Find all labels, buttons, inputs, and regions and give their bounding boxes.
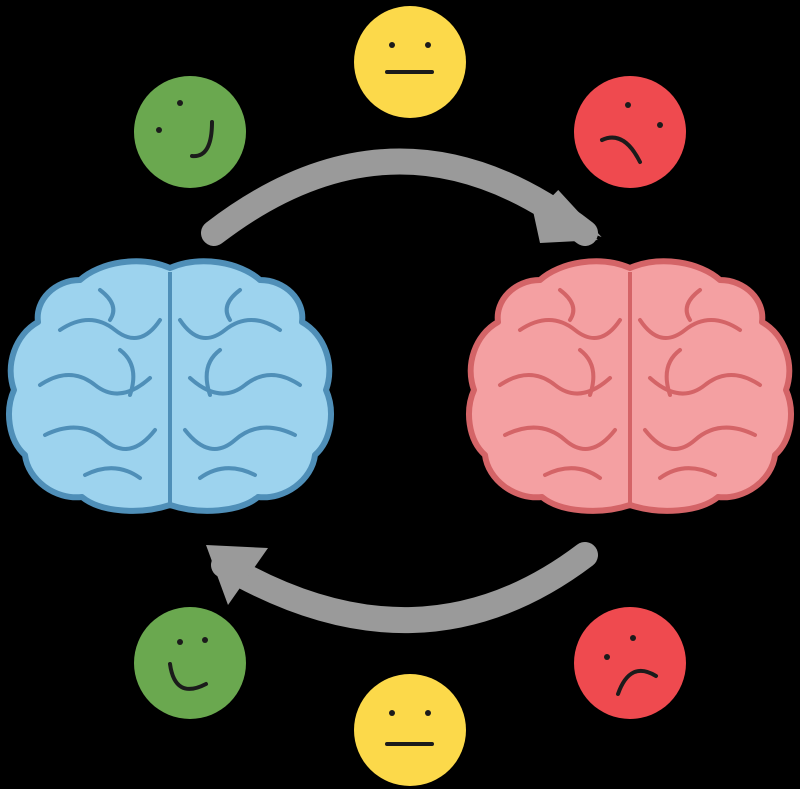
happy-face-icon <box>134 607 246 719</box>
arrow-bottom <box>206 545 585 620</box>
brain-right-red <box>469 261 791 511</box>
neutral-face-icon <box>354 6 466 118</box>
brain-left-blue <box>9 261 331 511</box>
happy-face-icon <box>134 76 246 188</box>
neutral-face-icon <box>354 674 466 786</box>
sad-face-icon <box>574 607 686 719</box>
sad-face-icon <box>574 76 686 188</box>
arrow-top <box>214 162 602 244</box>
